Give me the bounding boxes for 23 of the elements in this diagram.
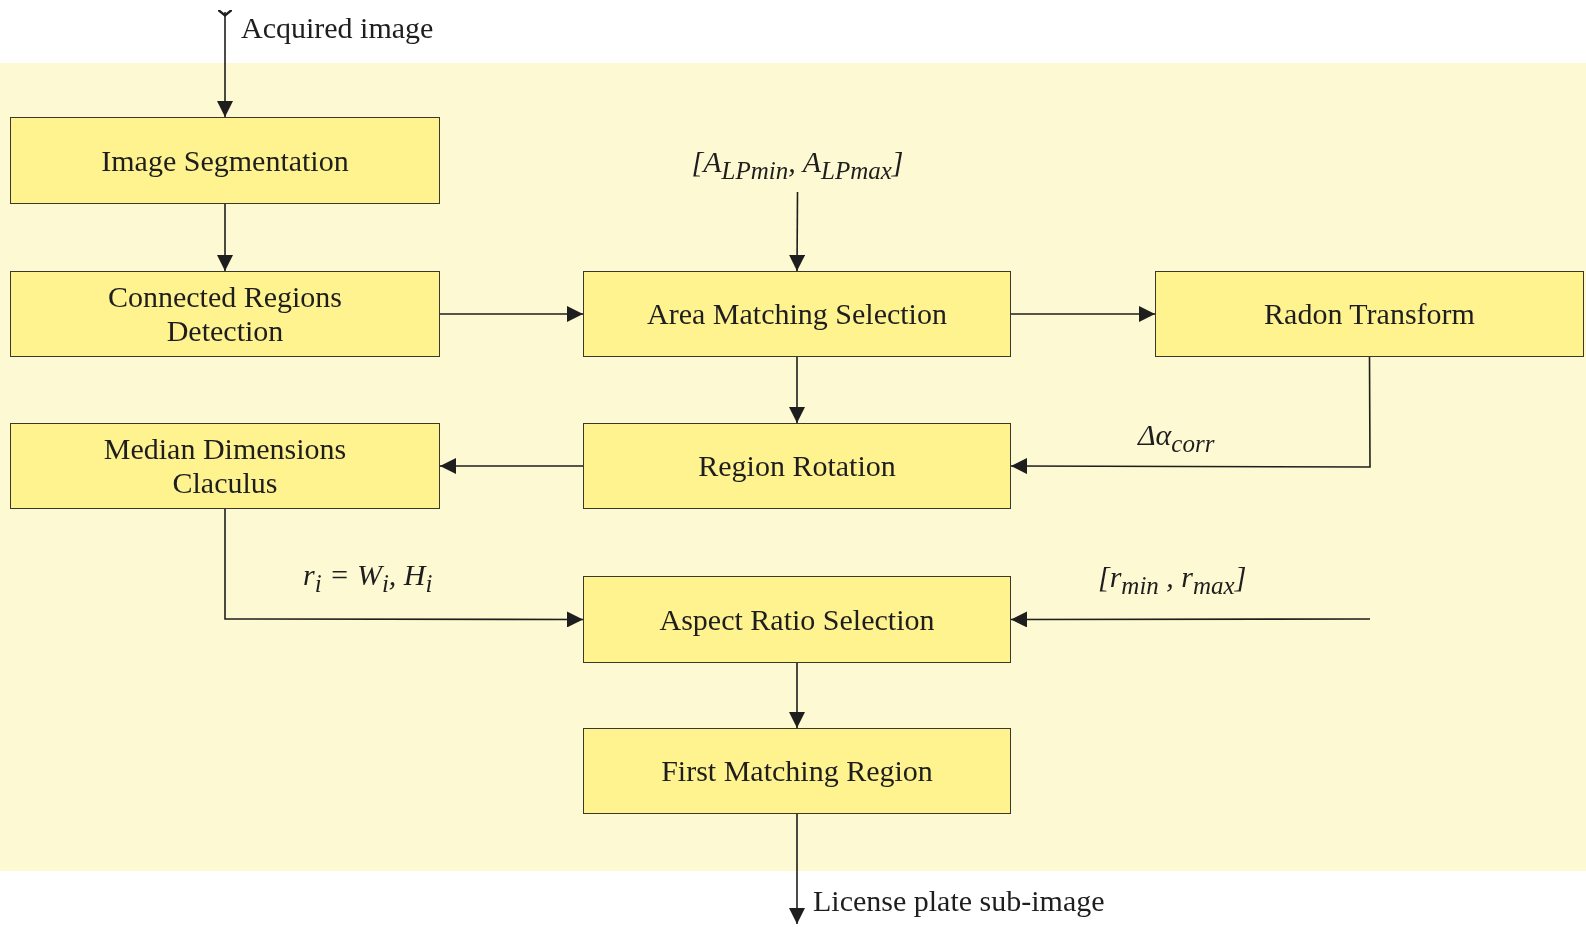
- process-box: Connected Regions Detection: [10, 271, 440, 357]
- input-parameter-text: [A$_{LPmin}$, A$_{LPmax}$]: [660, 140, 935, 192]
- arrow: [789, 662, 805, 729]
- arrow: [439, 306, 584, 322]
- io-label: Acquired image: [225, 6, 495, 50]
- io-label: License plate sub-image: [797, 876, 1197, 926]
- arrow: [1010, 306, 1156, 322]
- arrow: [789, 356, 805, 424]
- process-box: Aspect Ratio Selection: [583, 576, 1011, 663]
- process-box: First Matching Region: [583, 728, 1011, 814]
- arrow: [1010, 611, 1371, 628]
- process-box: Region Rotation: [583, 423, 1011, 509]
- arrow: [1010, 356, 1371, 475]
- arrow: [217, 203, 233, 272]
- arrow: [224, 508, 584, 628]
- arrow: [216, 8, 234, 118]
- process-box: Radon Transform: [1155, 271, 1584, 357]
- process-box: Image Segmentation: [10, 117, 440, 204]
- process-box: Area Matching Selection: [583, 271, 1011, 357]
- arrow: [439, 458, 584, 474]
- arrow: [789, 191, 806, 272]
- process-box: Median Dimensions Claculus: [10, 423, 440, 509]
- arrow: [789, 813, 805, 925]
